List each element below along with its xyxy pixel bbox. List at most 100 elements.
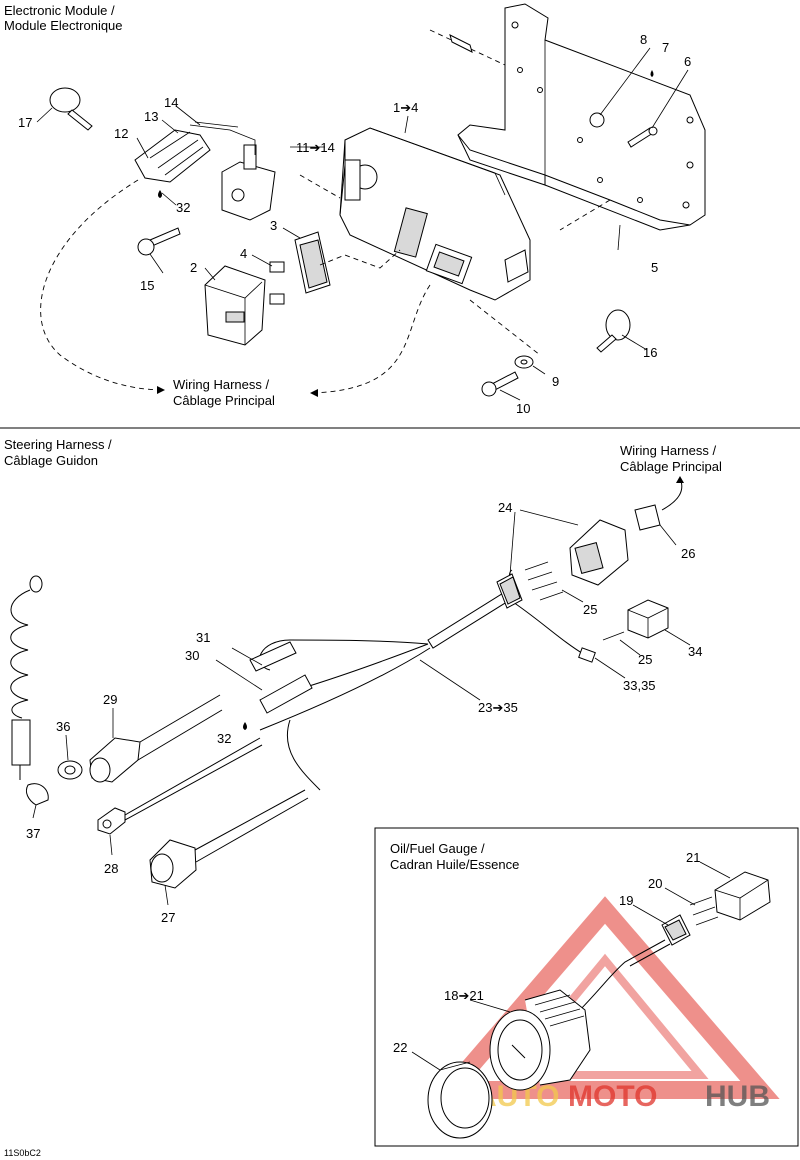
arrow-icon xyxy=(676,476,684,483)
switch-27 xyxy=(149,789,309,889)
sleeve-30 xyxy=(259,674,313,714)
oil-fuel-gauge xyxy=(489,989,591,1091)
part-number-23-35: 23➔35 xyxy=(478,700,518,715)
part-number-19: 19 xyxy=(619,893,633,908)
part-number-25-lower: 25 xyxy=(638,652,652,667)
part-number-21: 21 xyxy=(686,850,700,865)
wiring-harness-label-line2: Câblage Principal xyxy=(173,393,275,408)
top-section-title-line1: Electronic Module / xyxy=(4,3,115,18)
part-number-24: 24 xyxy=(498,500,512,515)
screw-15 xyxy=(137,227,181,256)
part-number-6: 6 xyxy=(684,54,691,69)
watermark-text-hub: HUB xyxy=(705,1080,770,1113)
connector-housing-12 xyxy=(134,129,211,183)
part-number-1-4: 1➔4 xyxy=(393,100,418,115)
part-number-25-upper: 25 xyxy=(583,602,597,617)
terminals-25 xyxy=(524,561,625,641)
washer-9 xyxy=(514,355,534,369)
steering-section-title-line1: Steering Harness / xyxy=(4,437,112,452)
connector-24-harness-side xyxy=(496,573,523,609)
module-guide-line xyxy=(469,299,541,356)
cable-tie-16 xyxy=(596,309,631,353)
part-number-30: 30 xyxy=(185,648,199,663)
steering-harness-main xyxy=(259,569,596,791)
connector-block xyxy=(221,144,276,221)
switch-29 xyxy=(89,694,223,783)
electronic-module xyxy=(339,127,531,301)
relay-2 xyxy=(204,265,266,346)
part-number-37: 37 xyxy=(26,826,40,841)
fuse-guide-line xyxy=(319,249,401,269)
gauge-wire xyxy=(574,939,666,1016)
gauge-section-title-line1: Oil/Fuel Gauge / xyxy=(390,841,485,856)
connector-24-mating xyxy=(569,519,629,586)
part-number-16: 16 xyxy=(643,345,657,360)
leader-lines-mid xyxy=(32,509,691,906)
part-number-32-mid: 32 xyxy=(217,731,231,746)
gauge-wire xyxy=(629,943,671,967)
connector-21 xyxy=(714,871,771,921)
threadlocker-drop-icon xyxy=(243,722,247,730)
part-number-10: 10 xyxy=(516,401,530,416)
terminals-14 xyxy=(189,121,256,155)
gauge-inset-frame xyxy=(374,827,799,1147)
connector-19 xyxy=(661,914,691,946)
terminal-28 xyxy=(97,737,263,835)
part-number-36: 36 xyxy=(56,719,70,734)
part-number-17: 17 xyxy=(18,115,32,130)
part-number-8: 8 xyxy=(640,32,647,47)
mounting-bracket xyxy=(429,3,706,231)
part-number-28: 28 xyxy=(104,861,118,876)
gauge-bezel-22 xyxy=(427,1061,493,1139)
figure-code: 11S0bC2 xyxy=(4,1148,41,1158)
part-number-2: 2 xyxy=(190,260,197,275)
part-number-15: 15 xyxy=(140,278,154,293)
gauge-section-title-line2: Cadran Huile/Essence xyxy=(390,857,519,872)
leader-lines-gauge xyxy=(411,861,731,1071)
part-number-27: 27 xyxy=(161,910,175,925)
part-number-11-14: 11➔14 xyxy=(296,140,335,155)
part-number-12: 12 xyxy=(114,126,128,141)
part-number-3: 3 xyxy=(270,218,277,233)
part-number-9: 9 xyxy=(552,374,559,389)
leader-lines-top xyxy=(36,47,689,401)
part-number-14: 14 xyxy=(164,95,178,110)
part-number-7: 7 xyxy=(662,40,669,55)
wedge-lock-26 xyxy=(634,504,661,531)
wiring-harness-mid-label-line2: Câblage Principal xyxy=(620,459,722,474)
module-guide-line xyxy=(299,174,341,199)
terminals-20 xyxy=(689,896,719,926)
harness-routing-left xyxy=(40,179,166,391)
screw-6 xyxy=(627,126,658,148)
part-number-20: 20 xyxy=(648,876,662,891)
wiring-harness-mid-label-line1: Wiring Harness / xyxy=(620,443,716,458)
part-number-34: 34 xyxy=(688,644,702,659)
part-number-4: 4 xyxy=(240,246,247,261)
part-number-33-35: 33,35 xyxy=(623,678,656,693)
steering-section-title-line2: Câblage Guidon xyxy=(4,453,98,468)
part-number-26: 26 xyxy=(681,546,695,561)
part-number-13: 13 xyxy=(144,109,158,124)
part-number-29: 29 xyxy=(103,692,117,707)
wiring-harness-label-line1: Wiring Harness / xyxy=(173,377,269,392)
nut-36 xyxy=(57,760,83,780)
sleeve-31 xyxy=(249,641,297,672)
fuse-4 xyxy=(269,261,285,305)
arrow-icon xyxy=(310,389,318,397)
threadlocker-drop-icon xyxy=(650,70,654,77)
top-section-title-line2: Module Electronique xyxy=(4,18,123,33)
cable-tie-17 xyxy=(49,87,93,131)
watermark-text-moto: MOTO xyxy=(568,1080,657,1113)
screw-10 xyxy=(481,371,519,397)
part-number-5: 5 xyxy=(651,260,658,275)
part-number-31: 31 xyxy=(196,630,210,645)
connector-housing-34 xyxy=(627,599,669,639)
arrow-icon xyxy=(157,386,165,394)
part-number-18-21: 18➔21 xyxy=(444,988,484,1003)
threadlocker-drop-icon xyxy=(158,190,162,198)
fuse-holder-3 xyxy=(294,231,331,294)
part-number-32-top: 32 xyxy=(176,200,190,215)
watermark-logo: AUTO MOTO HUB xyxy=(430,896,780,1113)
